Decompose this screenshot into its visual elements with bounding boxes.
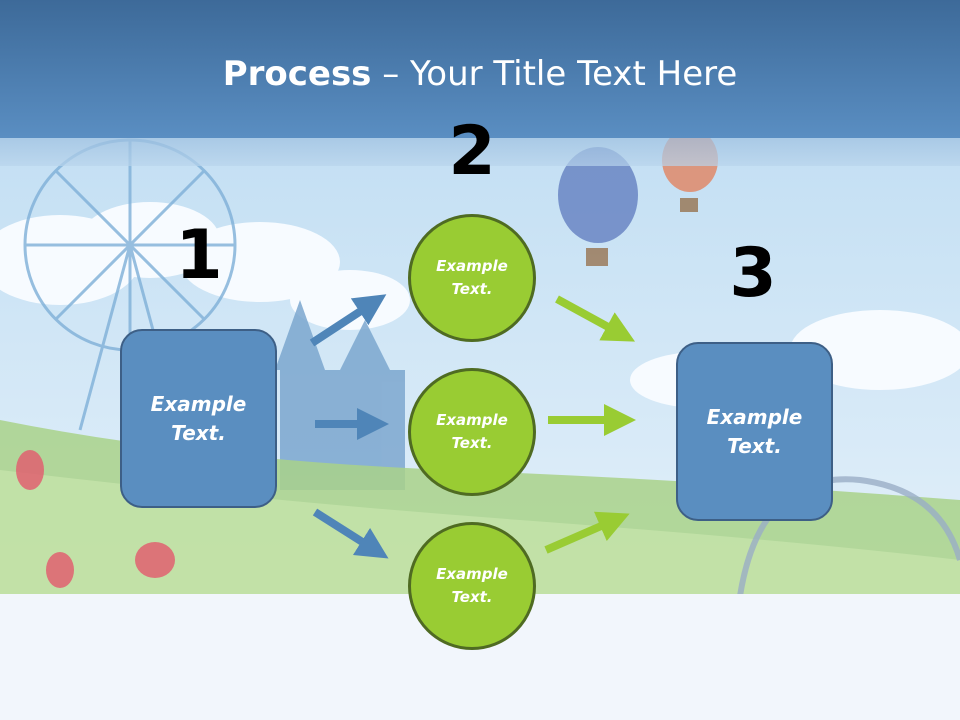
slide-title: Process – Your Title Text Here <box>0 52 960 96</box>
title-bold: Process <box>222 54 372 94</box>
arrow-2c-to-3 <box>544 511 630 554</box>
arrow-1-to-2a <box>309 294 387 347</box>
arrow-1-to-2c <box>312 508 389 559</box>
step-2-circle-2-text: Example Text. <box>436 411 508 452</box>
title-rest: – Your Title Text Here <box>371 54 738 94</box>
step-2-circle-1-text: Example Text. <box>436 257 508 298</box>
step-1-box: Example Text. <box>120 329 277 508</box>
step-1-text: Example Text. <box>150 391 247 445</box>
step-2-circle-3: Example Text. <box>408 522 536 650</box>
step-2-circle-2: Example Text. <box>408 368 536 496</box>
tulips <box>16 450 175 588</box>
step-2-circle-1: Example Text. <box>408 214 536 342</box>
step-3-text: Example Text. <box>706 404 803 458</box>
step-1-number: 1 <box>175 216 223 295</box>
header-band <box>0 138 960 166</box>
step-2-circle-3-text: Example Text. <box>436 565 508 606</box>
arrow-2a-to-3 <box>555 295 636 342</box>
step-3-box: Example Text. <box>676 342 833 521</box>
roller-coaster <box>737 476 960 597</box>
step-2-number: 2 <box>448 112 496 191</box>
header-bar <box>0 0 960 138</box>
step-3-number: 3 <box>729 234 777 313</box>
